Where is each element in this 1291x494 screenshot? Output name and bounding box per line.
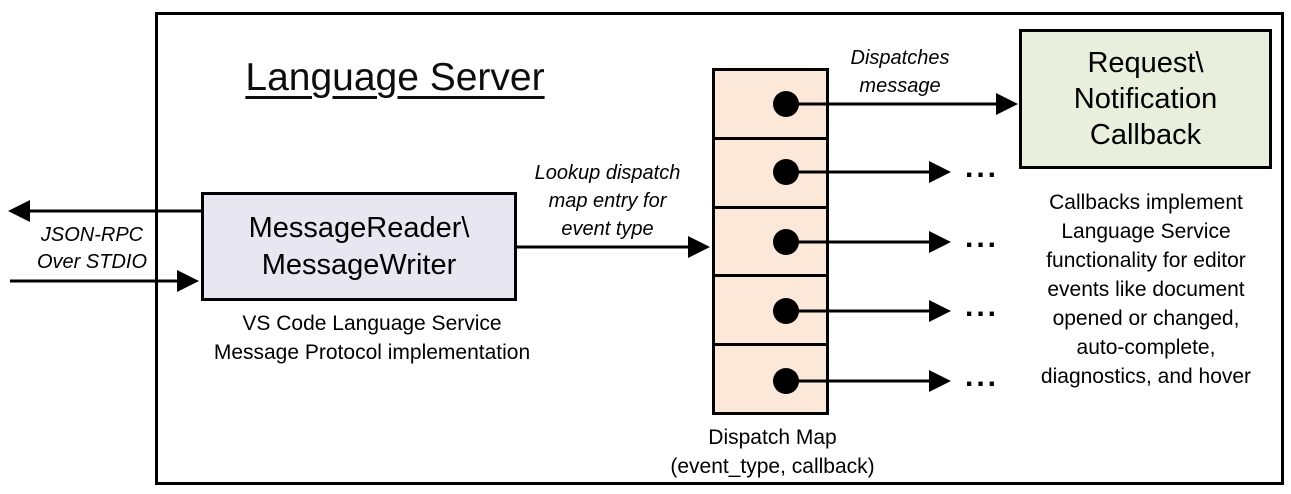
- callback-box-line3: Callback: [1089, 119, 1202, 151]
- dispatch-map-cell: [715, 343, 826, 412]
- diagram-title: Language Server: [245, 56, 545, 99]
- json-rpc-stdio-label: JSON-RPC Over STDIO: [36, 224, 147, 273]
- message-reader-writer-box: MessageReader\ MessageWriter: [201, 192, 517, 301]
- message-writer-line: MessageWriter: [261, 248, 457, 281]
- request-notification-callback-box: Request\ Notification Callback: [1019, 29, 1272, 169]
- dispatch-map-caption-line2: (event_type, callback): [670, 455, 875, 478]
- lookup-dispatch-label: Lookup dispatch map entry for event type: [534, 162, 681, 240]
- dispatch-map-cell: [715, 71, 826, 137]
- dispatch-map-cell: [715, 136, 826, 206]
- ellipsis-icon: ...: [964, 290, 999, 323]
- dispatch-map-cell: [715, 274, 826, 344]
- dispatch-map-cell: [715, 205, 826, 275]
- dispatch-map-box: [712, 68, 829, 415]
- dispatches-message-label: Dispatches message: [850, 47, 950, 97]
- message-reader-line: MessageReader\: [248, 211, 470, 244]
- dispatch-map-caption: Dispatch Map (event_type, callback): [660, 423, 885, 481]
- ellipsis-icon: ...: [964, 221, 999, 254]
- callbacks-note-text: Callbacks implement Language Service fun…: [1040, 191, 1252, 388]
- message-box-caption: VS Code Language Service Message Protoco…: [213, 312, 531, 364]
- ellipsis-icon: ...: [964, 151, 999, 184]
- ellipsis-icon: ...: [964, 360, 999, 393]
- dispatch-map-caption-line1: Dispatch Map: [708, 426, 837, 449]
- callback-box-line1: Request\: [1087, 47, 1204, 79]
- callback-box-line2: Notification: [1073, 83, 1218, 115]
